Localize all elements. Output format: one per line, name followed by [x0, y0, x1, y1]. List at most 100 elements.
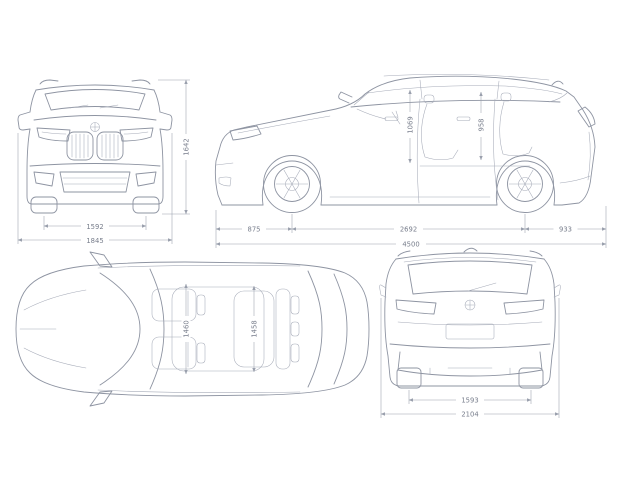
label-bg: [81, 221, 109, 231]
rear-seat: [499, 101, 533, 157]
dim-wheelbase: 2692: [291, 224, 526, 234]
diffuser-lines: [429, 367, 511, 375]
license-plate-recess: [445, 323, 495, 340]
body-side-left: [29, 89, 37, 113]
label-bg: [249, 316, 259, 342]
label-bg: [394, 224, 423, 234]
label-bg: [456, 409, 484, 419]
dim-overall-length: 4500: [215, 239, 607, 249]
mirror-right: [89, 390, 113, 407]
mirror-left: [89, 251, 113, 268]
rear-bumper-crease: [559, 175, 591, 184]
mirror-left: [379, 284, 387, 298]
spoke: [516, 169, 534, 199]
roof-rail-icon: [39, 79, 59, 85]
headrest: [196, 294, 206, 316]
dim-label-rear-interior-width: 1458: [250, 320, 258, 337]
c-pillar: [496, 80, 500, 100]
tailgate-crease: [397, 321, 543, 326]
kidney-grille-right: [96, 131, 124, 161]
spoiler-line: [403, 257, 537, 263]
lower-intake: [59, 171, 131, 193]
glass-top-edge: [367, 85, 563, 95]
headlight-right: [119, 127, 154, 142]
roof-rail-icon: [131, 79, 151, 85]
interior-details: [356, 92, 533, 167]
dim-front-track: 1592: [43, 216, 147, 231]
mirror: [338, 91, 353, 104]
rear-bench: [233, 288, 300, 370]
antenna-fin-icon: [463, 247, 478, 253]
wheel-rear: [496, 155, 554, 213]
seat-passenger: [151, 336, 197, 370]
headlight: [229, 125, 262, 141]
b-pillar: [419, 79, 423, 100]
taillight: [577, 106, 596, 128]
hood-crease: [33, 115, 157, 121]
brand-roundel-icon: [90, 122, 100, 132]
mirror-right: [159, 111, 173, 131]
bumper-crease: [215, 162, 234, 166]
brand-roundel-icon: [464, 299, 476, 311]
dim-front-overhang: 875: [215, 224, 293, 234]
bumper-lower: [397, 351, 543, 377]
dim-front-height: 1642: [158, 79, 191, 215]
dim-side-front-interior-height: 1069: [405, 89, 415, 164]
dim-front-overall-width: 1845: [17, 133, 173, 245]
roof-line: [35, 84, 155, 91]
extension-lines: [17, 133, 173, 244]
steering-wheel: [391, 110, 401, 125]
rear-wiper: [467, 282, 497, 292]
body-side-right: [153, 89, 161, 113]
side-intake-right: [135, 171, 157, 187]
label-bg: [476, 113, 486, 137]
dim-label-overall-length: 4500: [402, 240, 419, 248]
door-handle: [384, 116, 399, 121]
mirror-right: [553, 284, 561, 298]
body-side-right: [157, 128, 164, 205]
wheel-rear-left: [396, 367, 422, 389]
rear-wheel-arch: [495, 160, 556, 206]
mirror-left: [17, 111, 31, 131]
dashboard: [356, 108, 387, 120]
taillight-left: [395, 299, 437, 315]
label-bg: [553, 224, 578, 234]
rear-car-drawing: [379, 247, 561, 389]
rear-window-rear-edge: [333, 273, 348, 385]
bumper-top-edge: [389, 343, 551, 349]
windshield: [44, 89, 146, 111]
sunroof: [171, 286, 265, 372]
dim-label-rear-track: 1593: [461, 396, 478, 404]
roof-line: [395, 252, 545, 260]
bumper-crease: [29, 163, 161, 167]
brand-roundel-icon: [465, 300, 475, 310]
rear-window: [407, 260, 533, 295]
side-intake-left: [33, 171, 55, 187]
door-handle: [456, 116, 471, 121]
headlight-left-detail: [41, 131, 67, 135]
tire: [263, 155, 321, 213]
front-wheel-arch: [261, 160, 323, 206]
label-bg: [396, 239, 426, 249]
extension-lines: [380, 298, 560, 418]
side-view: 1069 958 875 2692 933: [214, 73, 607, 249]
dim-label-rear-interior-height: 958: [477, 119, 485, 132]
a-pillar: [353, 91, 370, 106]
rear-door-seam: [493, 98, 499, 201]
fog-light: [218, 176, 232, 187]
body-side-left: [26, 128, 33, 205]
kidney-grille-left: [66, 131, 94, 161]
headrest: [290, 343, 300, 363]
rear-headrest: [500, 92, 512, 102]
body-outline: [15, 261, 370, 397]
seat-driver: [151, 288, 197, 322]
hood-crease: [237, 115, 331, 134]
dim-label-front-overall-width: 1845: [86, 237, 103, 245]
bench-back: [275, 288, 291, 370]
body-outline: [214, 75, 596, 206]
rim: [507, 166, 543, 202]
hood-crease: [19, 289, 87, 369]
side-car-drawing: [214, 73, 596, 213]
roof-rail-icon: [397, 250, 543, 257]
label-bg: [242, 224, 266, 234]
